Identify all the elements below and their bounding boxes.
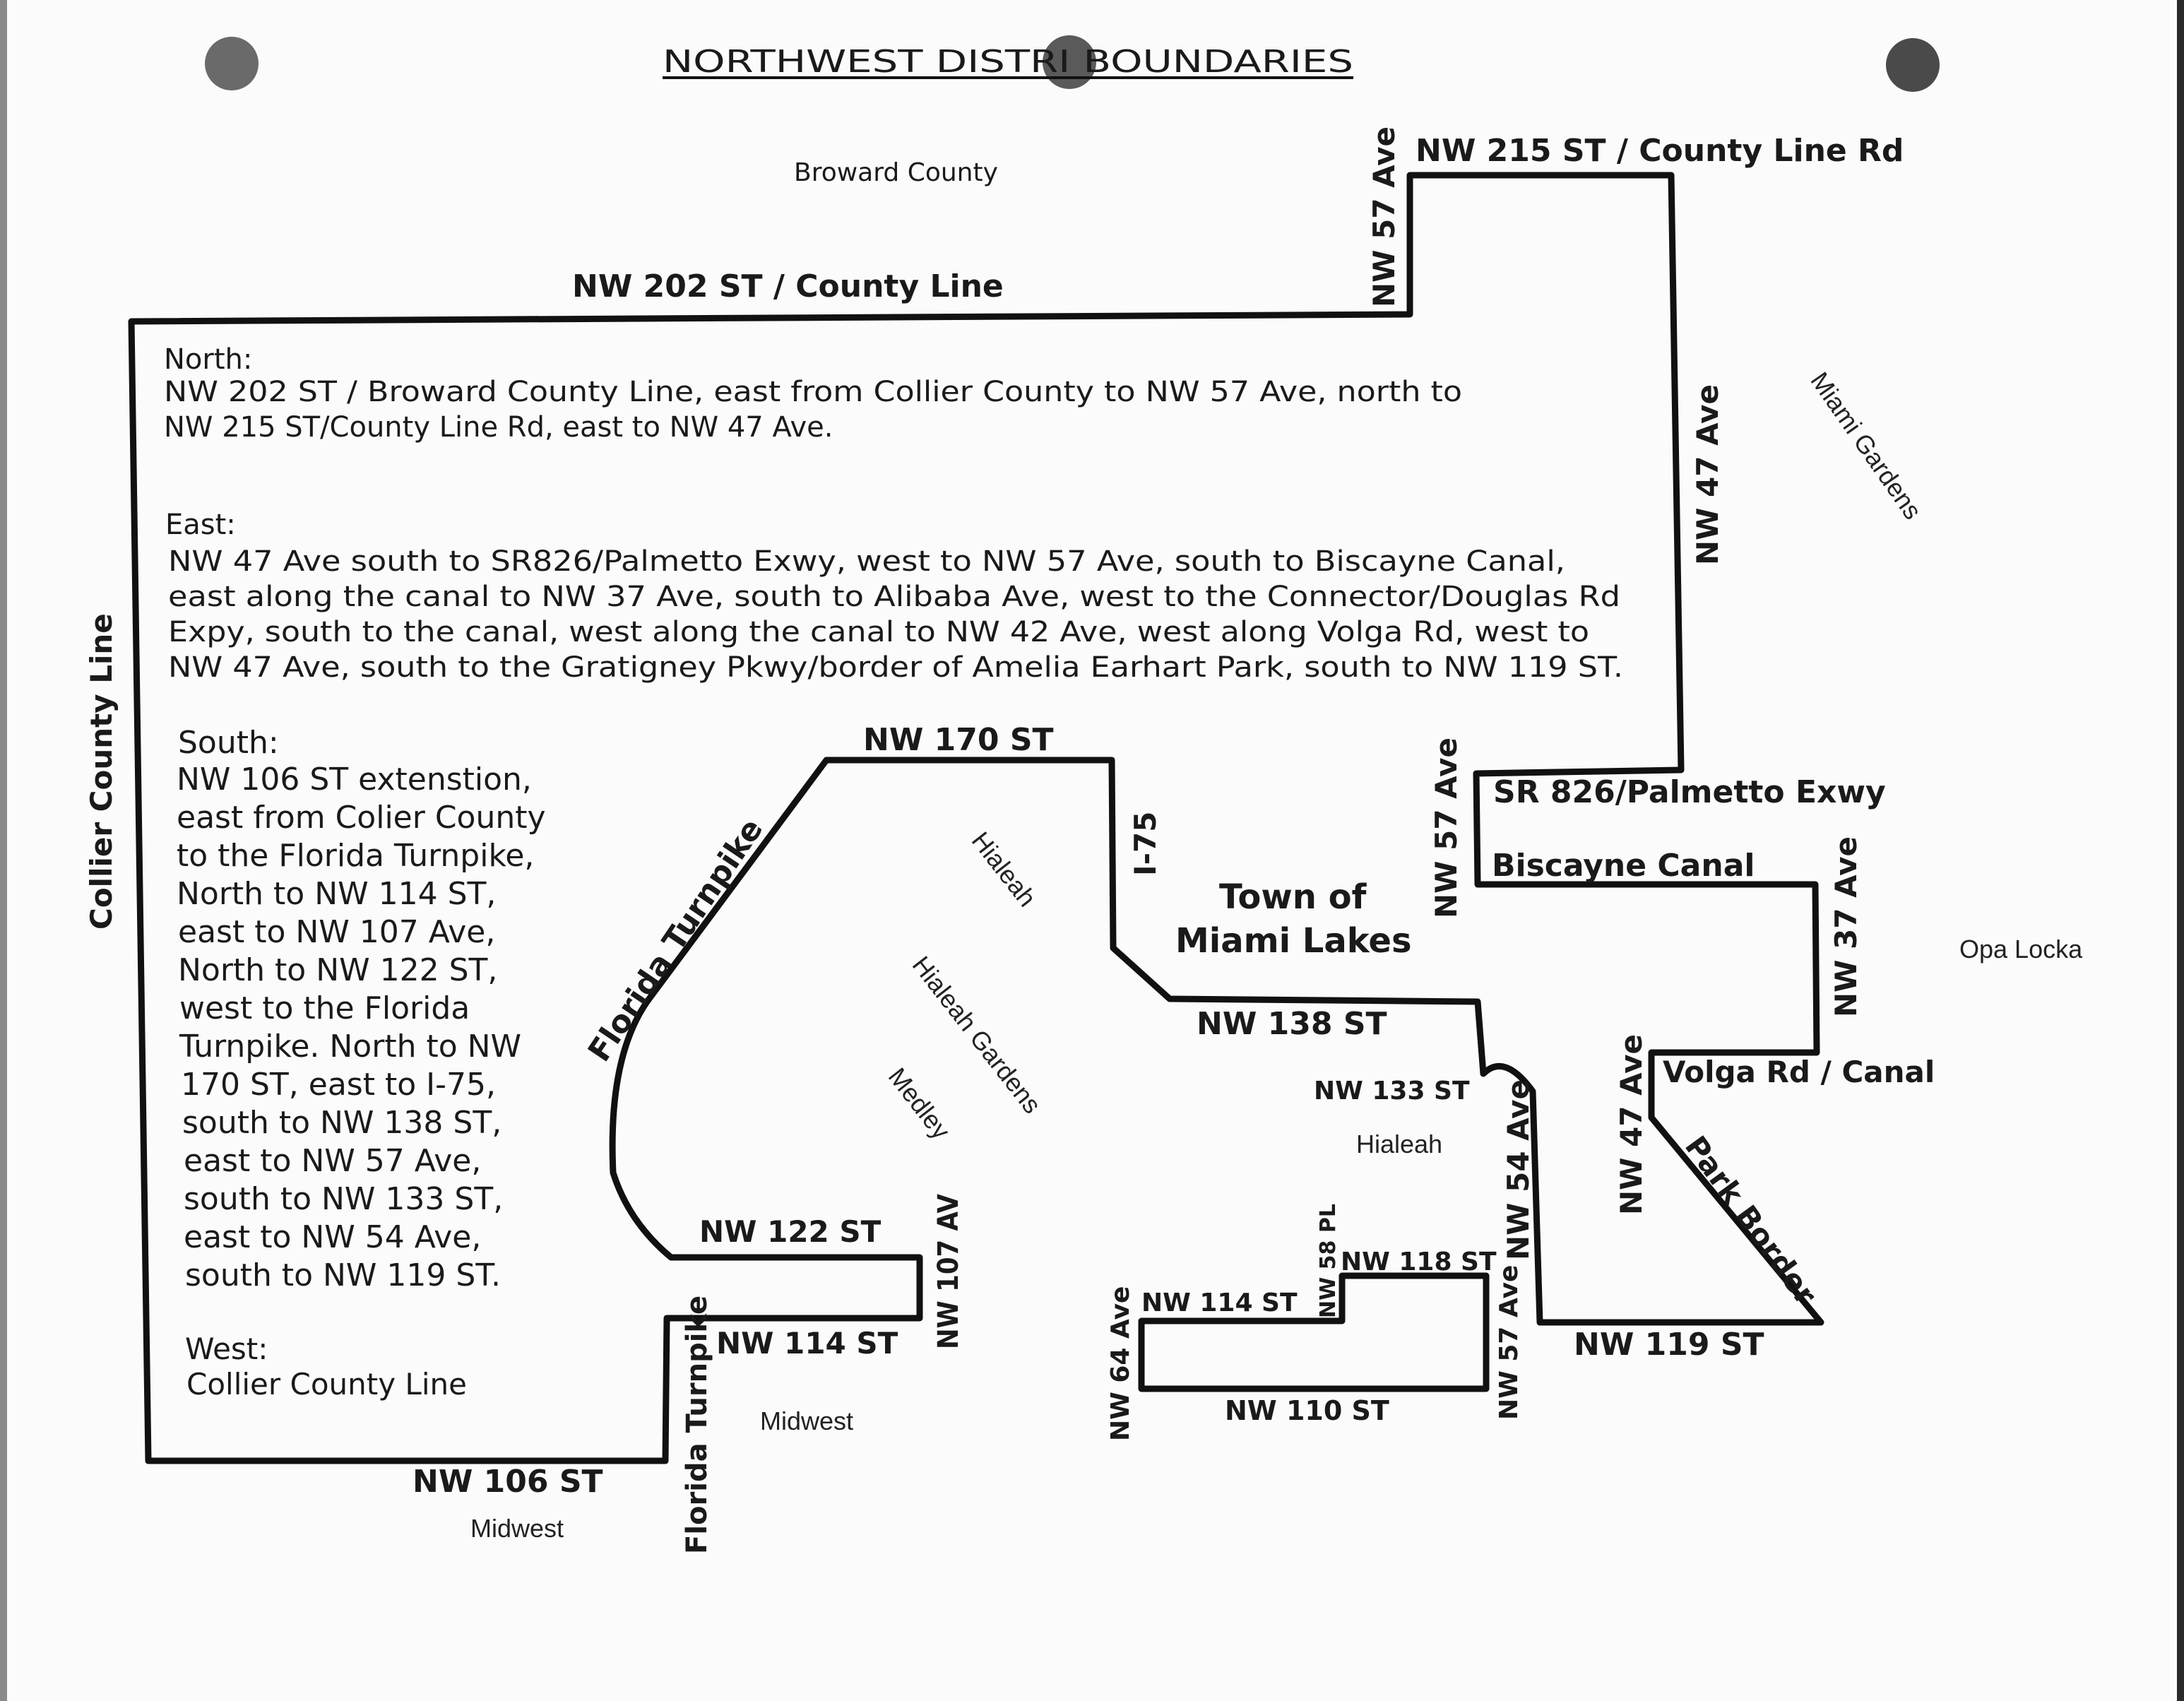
west-line: Collier County Line bbox=[186, 1367, 467, 1401]
punch-hole-center bbox=[1043, 35, 1096, 89]
street-label-park-border: Park Border bbox=[1678, 1130, 1824, 1311]
page-title: NORTHWEST DISTRI BOUNDARIES bbox=[663, 44, 1353, 80]
street-label-nw110: NW 110 ST bbox=[1225, 1395, 1389, 1426]
street-label-nw138: NW 138 ST bbox=[1197, 1006, 1387, 1042]
street-label-nw133: NW 133 ST bbox=[1314, 1077, 1470, 1106]
street-label-nw202: NW 202 ST / County Line bbox=[572, 268, 1004, 304]
punch-hole-left bbox=[205, 37, 259, 90]
south-line: west to the Florida bbox=[179, 990, 470, 1026]
district-boundary-outer bbox=[128, 172, 1824, 1464]
area-label-miami-gardens: Miami Gardens bbox=[1805, 367, 1928, 524]
street-label-nw58pl: NW 58 PL bbox=[1316, 1204, 1341, 1318]
street-label-nw215: NW 215 ST / County Line Rd bbox=[1416, 133, 1904, 169]
area-label-miami-lakes-line2: Miami Lakes bbox=[1175, 921, 1412, 961]
south-line: North to NW 122 ST, bbox=[178, 952, 497, 988]
street-label-nw54: NW 54 Ave bbox=[1501, 1079, 1536, 1260]
street-label-collier: Collier County Line bbox=[84, 613, 119, 930]
south-line: Turnpike. North to NW bbox=[179, 1029, 521, 1065]
south-line: east to NW 107 Ave, bbox=[178, 914, 495, 950]
area-label-hialeah-upper: Hialeah bbox=[966, 826, 1042, 912]
boundary-description-west: West: Collier County Line bbox=[185, 1332, 467, 1401]
south-line: south to NW 133 ST, bbox=[184, 1181, 503, 1217]
south-line: south to NW 138 ST, bbox=[182, 1105, 502, 1141]
street-label-sr826: SR 826/Palmetto Exwy bbox=[1493, 774, 1886, 810]
north-line: NW 202 ST / Broward County Line, east fr… bbox=[164, 376, 1462, 408]
boundary-description-south: South: NW 106 ST extenstion, east from C… bbox=[177, 725, 546, 1293]
area-label-medley: Medley bbox=[883, 1062, 956, 1145]
street-label-nw170: NW 170 ST bbox=[863, 722, 1054, 758]
area-label-miami-lakes-line1: Town of bbox=[1219, 877, 1367, 917]
street-label-nw118: NW 118 ST bbox=[1341, 1247, 1497, 1276]
street-label-nw122: NW 122 ST bbox=[699, 1214, 882, 1249]
punch-hole-right bbox=[1886, 38, 1940, 92]
west-heading: West: bbox=[185, 1332, 268, 1366]
east-line: east along the canal to NW 37 Ave, south… bbox=[168, 581, 1620, 613]
county-label-broward: Broward County bbox=[794, 158, 998, 187]
street-label-nw47-low: NW 47 Ave bbox=[1614, 1034, 1649, 1215]
east-line: Expy, south to the canal, west along the… bbox=[168, 616, 1589, 648]
south-line: south to NW 119 ST. bbox=[185, 1257, 501, 1293]
south-line: east to NW 54 Ave, bbox=[184, 1219, 481, 1255]
street-label-nw114-left: NW 114 ST bbox=[716, 1326, 898, 1361]
street-label-nw47-top: NW 47 Ave bbox=[1690, 384, 1725, 565]
area-label-midwest-left: Midwest bbox=[470, 1514, 564, 1543]
area-label-midwest-center: Midwest bbox=[760, 1406, 853, 1435]
north-line: NW 215 ST/County Line Rd, east to NW 47 … bbox=[164, 411, 833, 444]
street-label-fl-turnpike-lower: Florida Turnpike bbox=[681, 1296, 713, 1554]
south-line: to the Florida Turnpike, bbox=[177, 838, 534, 874]
east-line: NW 47 Ave, south to the Gratigney Pkwy/b… bbox=[168, 651, 1623, 684]
south-heading: South: bbox=[178, 725, 279, 761]
scan-edge-right bbox=[2177, 0, 2184, 1701]
east-line: NW 47 Ave south to SR826/Palmetto Exwy, … bbox=[168, 545, 1565, 578]
boundary-description-north: North: NW 202 ST / Broward County Line, … bbox=[164, 343, 1462, 444]
southern-enclave-boundary bbox=[1138, 1272, 1490, 1392]
street-label-nw57-mid: NW 57 Ave bbox=[1429, 737, 1464, 918]
street-label-fl-turnpike-upper: Florida Turnpike bbox=[581, 812, 770, 1068]
street-label-nw119: NW 119 ST bbox=[1574, 1327, 1764, 1363]
street-label-nw106: NW 106 ST bbox=[413, 1464, 603, 1500]
street-label-volga: Volga Rd / Canal bbox=[1663, 1055, 1935, 1089]
street-label-biscayne: Biscayne Canal bbox=[1492, 848, 1755, 884]
area-label-hialeah-lower: Hialeah bbox=[1356, 1130, 1442, 1158]
north-heading: North: bbox=[164, 343, 252, 376]
south-line: 170 ST, east to I-75, bbox=[181, 1067, 496, 1103]
south-line: east to NW 57 Ave, bbox=[184, 1143, 481, 1179]
street-label-nw57-low: NW 57 Ave bbox=[1495, 1265, 1524, 1420]
south-line: North to NW 114 ST, bbox=[177, 876, 496, 912]
area-label-opa-locka: Opa Locka bbox=[1959, 935, 2083, 964]
street-label-nw37: NW 37 Ave bbox=[1829, 836, 1863, 1017]
east-heading: East: bbox=[165, 509, 236, 541]
street-label-nw57-top: NW 57 Ave bbox=[1367, 126, 1401, 307]
street-label-nw114-right: NW 114 ST bbox=[1141, 1288, 1298, 1317]
south-line: NW 106 ST extenstion, bbox=[177, 761, 532, 798]
south-line: east from Colier County bbox=[177, 800, 546, 836]
street-label-i75: I-75 bbox=[1128, 811, 1163, 876]
street-label-nw64: NW 64 Ave bbox=[1106, 1286, 1135, 1441]
boundary-description-east: East: NW 47 Ave south to SR826/Palmetto … bbox=[165, 509, 1623, 684]
scan-edge-left bbox=[0, 0, 7, 1701]
street-label-nw107: NW 107 AV bbox=[932, 1194, 965, 1349]
